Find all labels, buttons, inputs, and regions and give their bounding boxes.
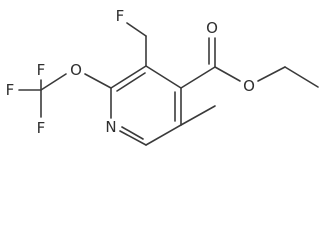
fluoromethyl-group <box>126 22 147 67</box>
bond-c2-c3-double <box>116 72 146 92</box>
bond-c6-n1-double <box>121 126 144 140</box>
ether-oxygen-label: O <box>70 61 82 79</box>
trifluoromethoxy-group <box>18 73 112 118</box>
cf3-fluorine-top-label: F <box>37 61 46 79</box>
bond-ch2-ch3 <box>284 66 319 88</box>
bond-c2-o <box>84 73 112 89</box>
bond-c5-methyl <box>180 105 216 126</box>
bond-c2-c3 <box>110 65 147 89</box>
bond-o-cf3 <box>40 73 67 91</box>
ethyl-ester-group <box>180 37 319 89</box>
bond-ch2-f <box>126 22 147 37</box>
cf3-fluorine-left-label: F <box>6 81 15 99</box>
bond-c4-carbonyl <box>180 66 216 89</box>
carbonyl-oxygen-label: O <box>206 19 218 37</box>
bond-carbonyl-ester-o <box>214 66 241 82</box>
bond-c3-c4 <box>145 65 182 89</box>
ring-nitrogen-label: N <box>105 118 116 136</box>
cf3-fluorine-bottom-label: F <box>37 119 46 137</box>
pyridine-ring <box>110 65 182 146</box>
bond-c6-n1 <box>119 130 147 146</box>
bond-ester-o-ch2 <box>257 66 286 82</box>
structure-diagram: N F O F F F O O <box>6 7 319 146</box>
fluoromethyl-fluorine-label: F <box>116 7 125 25</box>
bond-c5-c6 <box>145 124 182 146</box>
ester-oxygen-label: O <box>243 77 255 95</box>
